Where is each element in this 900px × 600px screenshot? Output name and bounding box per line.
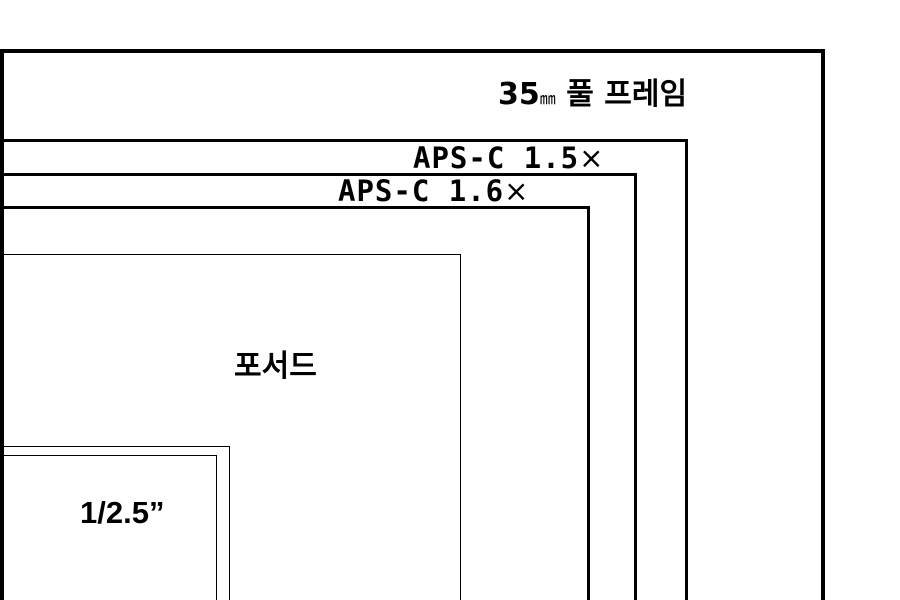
full-frame-label-text: 풀 프레임 [555,77,688,112]
aps-c-15-label-text: APS-C 1.5 [413,141,580,175]
four-thirds-outline [0,254,461,600]
aps-c-15-label: APS-C 1.5× [413,144,604,173]
aps-c-16-label-text: APS-C 1.6 [338,174,505,208]
aps-c-16-label: APS-C 1.6× [338,177,529,206]
four-thirds-label: 포서드 [234,349,317,384]
full-frame-label-number: 35 [498,77,540,112]
full-frame-label: 35㎜ 풀 프레임 [498,80,687,110]
one-2-5-outer-outline [0,446,230,600]
aps-c-16-outline [0,173,637,600]
full-frame-outline [0,49,825,600]
aps-c-15-label-suffix: × [579,141,605,175]
one-2-5-label: 1/2.5” [80,495,165,530]
full-frame-label-unit: ㎜ [539,89,556,108]
aps-c-16-label-suffix: × [504,174,530,208]
one-2-5-inner-outline [0,455,217,600]
aps-c-16-inner-outline [0,206,590,600]
aps-c-15-outline [0,139,688,600]
